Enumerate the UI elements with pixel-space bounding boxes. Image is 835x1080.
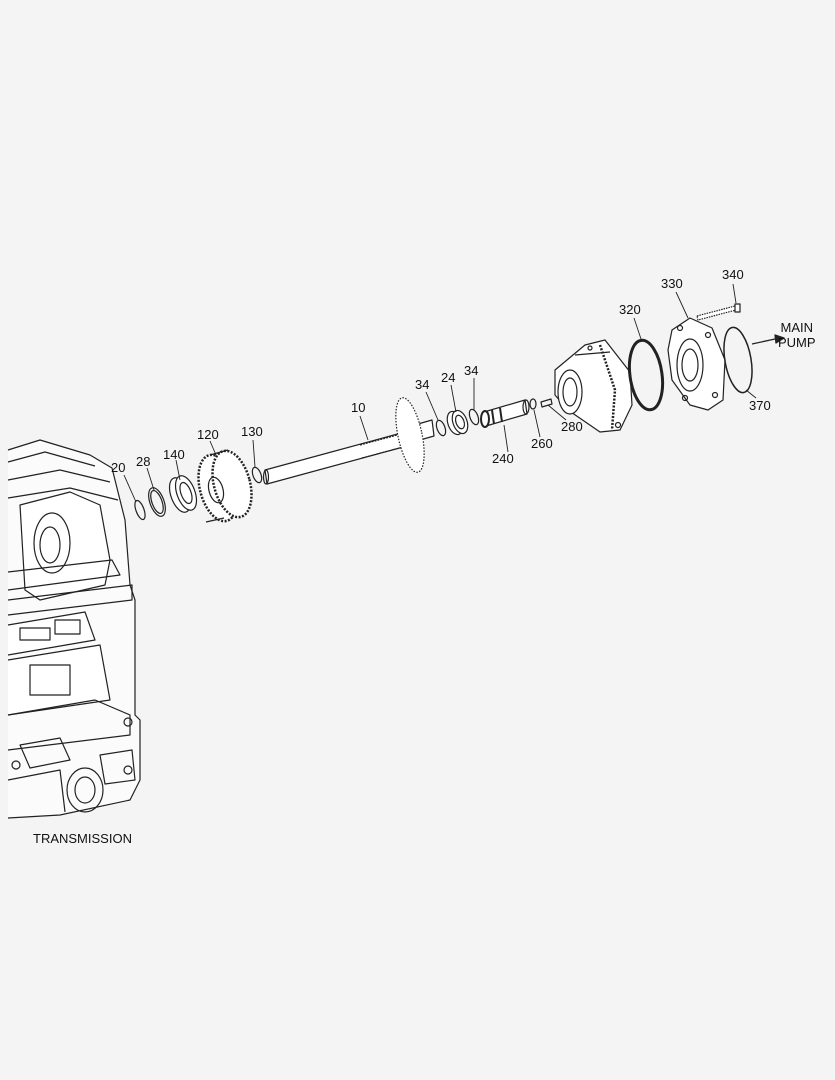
- part-label-320: 320: [619, 302, 641, 317]
- part-label-20: 20: [111, 460, 126, 475]
- part-label-28: 28: [136, 454, 151, 469]
- shaft-disc: [395, 397, 425, 473]
- pump-housing: [554, 339, 633, 433]
- part-370-oring: [723, 326, 753, 394]
- part-label-10: 10: [351, 400, 366, 415]
- part-24-bearing: [446, 409, 469, 436]
- diagram-caption: TRANSMISSION: [33, 831, 132, 846]
- part-20-ring: [134, 499, 146, 521]
- transmission-housing: [7, 439, 141, 819]
- part-140-bearing: [168, 475, 198, 513]
- main-pump-arrow: [751, 334, 785, 345]
- part-34a-ring: [435, 419, 447, 437]
- part-label-370: 370: [749, 398, 771, 413]
- part-label-24: 24: [441, 370, 456, 385]
- part-240-sleeve: [480, 399, 530, 428]
- part-label-260: 260: [531, 436, 553, 451]
- part-label-34a: 34: [415, 377, 430, 392]
- part-label-240: 240: [492, 451, 514, 466]
- part-label-120: 120: [197, 427, 219, 442]
- part-340-bolt: [696, 303, 741, 321]
- part-130-ring: [251, 466, 263, 484]
- part-330-cover: [667, 317, 726, 411]
- part-280-screw: [540, 398, 553, 408]
- part-label-34b: 34: [464, 363, 479, 378]
- main-pump-label-line1: MAIN: [780, 320, 814, 335]
- part-label-130: 130: [241, 424, 263, 439]
- part-28-ring: [148, 487, 166, 517]
- part-label-140: 140: [163, 447, 185, 462]
- part-label-330: 330: [661, 276, 683, 291]
- main-pump-label: MAIN PUMP: [778, 320, 816, 350]
- part-260-plug: [529, 398, 537, 410]
- main-pump-label-line2: PUMP: [778, 335, 816, 350]
- part-34b-ring: [468, 408, 480, 426]
- part-120-gear: [197, 449, 253, 523]
- leader-lines: [123, 283, 757, 503]
- part-label-340: 340: [722, 267, 744, 282]
- part-label-280: 280: [561, 419, 583, 434]
